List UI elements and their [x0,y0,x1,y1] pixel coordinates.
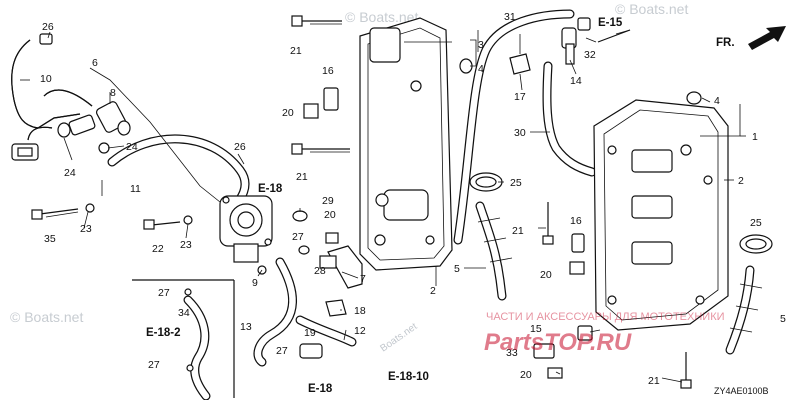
callout: 31 [504,11,516,23]
diagram-code: ZY4AE0100B [714,386,769,396]
callout: 19 [304,327,316,339]
callout: 20 [282,107,294,119]
callout: 22 [152,243,164,255]
callout: 27 [276,345,288,357]
ref-e18-2: E-18-2 [146,327,181,339]
stamp-watermark: ЧАСТИ И АКСЕССУАРЫ ДЛЯ МОТОТЕХНИКИ Parts… [484,311,725,356]
callout: 12 [354,325,366,337]
svg-text:ЧАСТИ И АКСЕССУАРЫ ДЛЯ МОТОТЕХ: ЧАСТИ И АКСЕССУАРЫ ДЛЯ МОТОТЕХНИКИ [486,311,725,323]
watermark-top: © Boats.net [345,9,418,25]
callout: 8 [110,87,116,99]
bolt-21-top [291,15,342,27]
ref-e18-bottom: E-18 [308,383,333,395]
callout: 20 [540,269,552,281]
bolt-21-right [542,202,554,245]
callout: 32 [584,49,596,61]
callout: 13 [240,321,252,333]
callout: 9 [252,277,258,289]
ref-e18-10: E-18-10 [388,371,429,383]
bolt-21-mid [291,143,350,155]
callout: 18 [354,305,366,317]
callout: 26 [42,21,54,33]
callout: 33 [506,347,518,359]
callout: 35 [44,233,56,245]
callout: 24 [64,167,76,179]
section-references: E-15 E-18 E-18-2 E-18-10 E-18 [146,17,623,395]
ref-e18: E-18 [258,183,283,195]
callout: 27 [148,359,160,371]
callout: 20 [520,369,532,381]
callout: 10 [40,73,52,85]
callout: 16 [570,215,582,227]
bolt-35 [31,203,95,220]
callout: 14 [570,75,582,87]
fuel-pump [219,195,273,275]
callout: 34 [178,307,190,319]
leader-lines [20,29,746,383]
fitting-8 [68,101,131,154]
callout: 21 [512,225,524,237]
callout: 17 [514,91,526,103]
callout: 23 [80,223,92,235]
callout: 4 [478,63,484,75]
watermark-top-right: © Boats.net [615,1,688,17]
front-arrow: FR. [716,26,786,50]
callout: 15 [530,323,542,335]
callout: 2 [430,285,436,297]
callout: 23 [180,239,192,251]
svg-text:FR.: FR. [716,37,735,49]
callout: 21 [296,171,308,183]
callout: 21 [290,45,302,57]
callout: 20 [324,209,336,221]
detail-box [132,279,235,401]
callout: 27 [292,231,304,243]
callout: 28 [314,265,326,277]
callout: 5 [780,313,786,325]
ref-e15: E-15 [598,17,623,29]
callout: 7 [360,273,366,285]
callout: 25 [510,177,522,189]
watermark-diag: Boats.net [378,321,419,354]
callout: 6 [92,57,98,69]
callout: 5 [454,263,460,275]
callout: 2 [738,175,744,187]
callout: 11 [130,183,141,195]
cover-2 [359,17,453,271]
callout: 30 [514,127,526,139]
svg-text:PartsTOP.RU: PartsTOP.RU [484,329,632,356]
callout: 1 [752,131,758,143]
bracket-7 [319,245,363,289]
wire-harness [11,33,93,161]
callout-numbers: 26 10 6 8 24 24 11 26 35 23 22 23 29 20 … [40,11,786,387]
watermark-left: © Boats.net [10,309,83,325]
head-cover [593,99,729,331]
bolt-22 [143,215,193,230]
callout: 27 [158,287,170,299]
callout: 26 [234,141,246,153]
callout: 16 [322,65,334,77]
callout: 3 [478,39,484,51]
callout: 29 [322,195,334,207]
callout: 4 [714,95,720,107]
callout: 25 [750,217,762,229]
callout: 24 [126,141,138,153]
callout: 21 [648,375,660,387]
